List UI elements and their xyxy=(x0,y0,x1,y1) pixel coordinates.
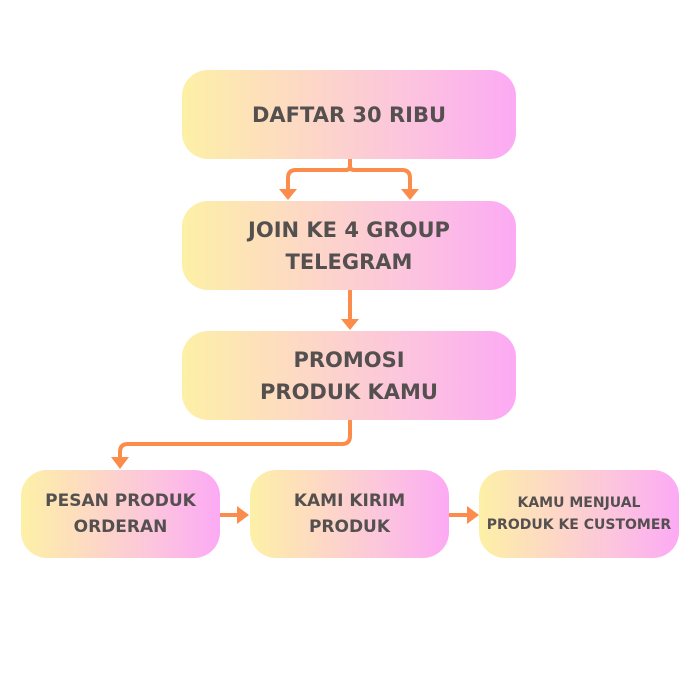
arrowhead xyxy=(111,457,129,469)
step-label: PESAN PRODUK xyxy=(45,491,196,511)
arrowhead xyxy=(341,319,359,330)
step-label: DAFTAR 30 RIBU xyxy=(251,102,447,127)
step-kamu-menjual: KAMU MENJUAL PRODUK KE CUSTOMER xyxy=(479,470,679,558)
step-label: PRODUK KAMU xyxy=(260,379,438,404)
step-label: ORDERAN xyxy=(73,517,168,537)
step-label: TELEGRAM xyxy=(285,249,413,274)
step-label: PRODUK xyxy=(308,517,391,537)
arrow-step1-to-step2-left xyxy=(286,158,352,192)
arrowhead xyxy=(237,506,249,524)
step-join-group: JOIN KE 4 GROUP TELEGRAM xyxy=(182,201,516,290)
arrowhead xyxy=(467,506,479,524)
arrowhead xyxy=(401,189,419,200)
step-label: PRODUK KE CUSTOMER xyxy=(486,517,672,533)
step-label: KAMI KIRIM xyxy=(293,491,406,511)
step-label: PROMOSI xyxy=(293,347,405,372)
arrow-step3-to-step4 xyxy=(118,419,352,460)
step-pesan-produk: PESAN PRODUK ORDERAN xyxy=(21,470,220,558)
step-promosi: PROMOSI PRODUK KAMU xyxy=(182,331,516,420)
arrow-step1-to-step2-right xyxy=(348,164,412,192)
step-daftar: DAFTAR 30 RIBU xyxy=(182,70,516,159)
step-label: KAMU MENJUAL xyxy=(517,495,641,511)
step-label: JOIN KE 4 GROUP xyxy=(248,217,450,242)
arrowhead xyxy=(279,189,297,200)
step-kami-kirim: KAMI KIRIM PRODUK xyxy=(250,470,449,558)
